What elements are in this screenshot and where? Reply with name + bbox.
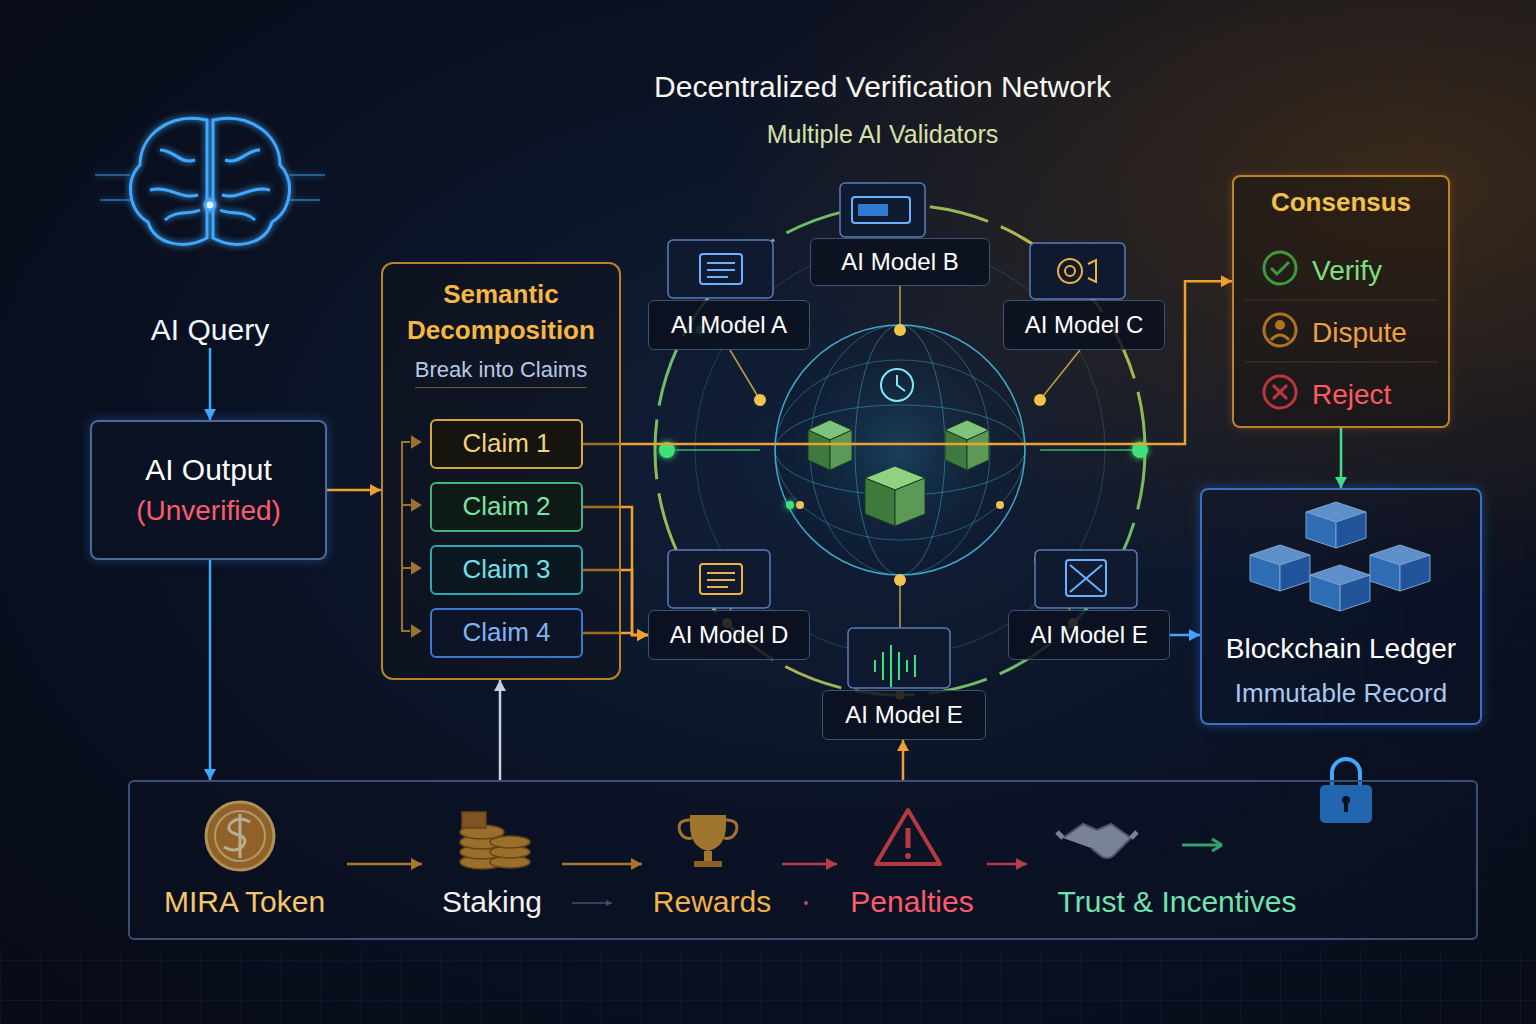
node-text: AI Model E <box>1030 621 1147 650</box>
node-text: Immutable Record <box>1235 678 1447 709</box>
consensus-box: ConsensusVerifyDisputeReject <box>1232 175 1450 428</box>
node-text: Claim 2 <box>462 491 550 522</box>
node-text: AI Model B <box>841 248 958 277</box>
token-step: Trust & Incentives <box>1027 800 1327 928</box>
node-text: (Unverified) <box>136 494 281 528</box>
node-text: AI Model E <box>845 701 962 730</box>
node-text: Break into Claims <box>415 357 587 388</box>
node-text: AI Query <box>151 312 269 348</box>
output-box: AI Output (Unverified) <box>90 420 327 560</box>
claim-box: Claim 4 <box>430 608 583 658</box>
node-text: Rewards <box>653 884 771 920</box>
node-text: Claim 3 <box>462 554 550 585</box>
node-text: AI Model C <box>1025 311 1144 340</box>
connector <box>1335 428 1347 488</box>
connector <box>327 484 381 496</box>
connector <box>583 275 1232 444</box>
node-text: Verify <box>1312 254 1382 288</box>
connector <box>204 560 216 780</box>
node-text: Staking <box>442 884 542 920</box>
model-box: AI Model E <box>822 690 986 740</box>
node-text: Blockchain Ledger <box>1226 632 1456 666</box>
claim-box: Claim 3 <box>430 545 583 595</box>
consensus-option: Reject <box>1247 366 1442 424</box>
consensus-option: Dispute <box>1247 304 1442 362</box>
node-text: AI Model A <box>671 311 787 340</box>
node-text: MIRA Token <box>164 884 325 920</box>
connector <box>897 740 909 780</box>
connector <box>1170 629 1200 641</box>
node-text: Trust & Incentives <box>1058 884 1297 920</box>
node-text: Semantic Decomposition <box>383 276 619 349</box>
node-text: Consensus <box>1271 187 1411 218</box>
token-step: MIRA Token <box>142 800 347 928</box>
claim-box: Claim 1 <box>430 419 583 469</box>
token-step: Rewards <box>642 800 782 928</box>
connector <box>494 680 506 780</box>
ledger-box: Blockchain LedgerImmutable Record <box>1200 488 1482 725</box>
consensus-option: Verify <box>1247 242 1442 300</box>
node-text: Dispute <box>1312 316 1407 350</box>
token-step: Staking <box>422 800 562 928</box>
query-node: AI Query <box>110 120 310 348</box>
validator-network <box>655 200 1148 700</box>
model-box: AI Model C <box>1003 300 1165 350</box>
connector <box>204 348 216 420</box>
node-text: Claim 4 <box>462 617 550 648</box>
decomposition-box: Semantic DecompositionBreak into ClaimsC… <box>381 262 621 680</box>
diagram-title: Decentralized Verification Network <box>560 70 1205 104</box>
claim-box: Claim 2 <box>430 482 583 532</box>
model-box: AI Model A <box>648 300 810 350</box>
brain-icon <box>95 118 325 244</box>
model-box: AI Model B <box>810 238 990 286</box>
node-text: AI Model D <box>670 621 789 650</box>
node-text: AI Output <box>145 452 272 488</box>
node-text: Claim 1 <box>462 428 550 459</box>
node-text: Reject <box>1312 378 1391 412</box>
model-box: AI Model E <box>1008 610 1170 660</box>
model-box: AI Model D <box>648 610 810 660</box>
token-step: Penalties <box>837 800 987 928</box>
token-band: MIRA Token Staking Rewards Penalties Trust &… <box>128 780 1478 940</box>
node-text: Penalties <box>850 884 973 920</box>
subtitle: Multiple AI Validators <box>640 120 1125 149</box>
